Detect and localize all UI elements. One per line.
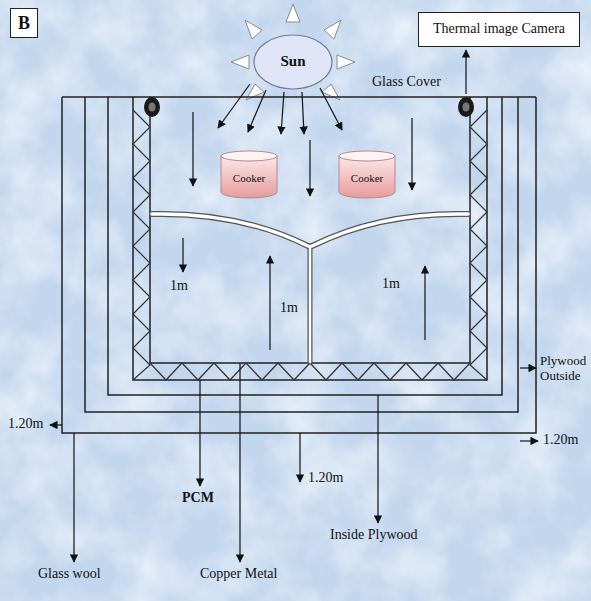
sun-ray	[231, 55, 249, 69]
camera-leader	[465, 50, 466, 94]
heat-arrow	[269, 256, 270, 350]
node-text: Sun	[280, 53, 305, 70]
inside-plywood	[108, 97, 502, 395]
camera-icon	[458, 97, 474, 117]
pcm-zigzag-bottom	[150, 363, 470, 380]
sun-ellipse: Sun	[253, 34, 333, 90]
part-label: Glass wool	[38, 566, 101, 582]
cooker-lid	[339, 151, 395, 161]
leader-line	[299, 433, 300, 482]
heat-arrow	[192, 112, 193, 186]
camera-icon	[144, 97, 160, 117]
sun-arrow	[320, 88, 342, 130]
sun-body	[254, 35, 332, 89]
label-leaders	[50, 363, 538, 562]
reflector-stem	[309, 246, 312, 362]
cooker-body	[339, 156, 395, 198]
leader-line	[50, 424, 62, 425]
copper-inner-wall	[150, 97, 470, 363]
sun-ray	[286, 4, 300, 22]
pcm-outer-wall	[133, 97, 487, 380]
leader-line	[377, 395, 378, 523]
pcm-zigzag-left	[133, 110, 150, 380]
leader-line	[520, 440, 538, 441]
leader-line	[239, 363, 240, 562]
radiation-arrows	[183, 50, 466, 350]
node-text: Thermal image Camera	[433, 21, 565, 37]
sun-rays	[231, 4, 355, 100]
dimension-label: 1m	[382, 276, 400, 292]
sun-arrow	[302, 92, 304, 134]
glass-wool-layer	[85, 97, 518, 412]
part-label: Copper Metal	[200, 566, 277, 582]
sun-arrow	[281, 92, 284, 134]
node-text: B	[18, 13, 30, 34]
node-text: Cooker	[233, 172, 265, 185]
dimension-label: 1m	[170, 278, 188, 294]
dimension-label: 1.20m	[308, 470, 343, 486]
leader-line	[199, 380, 200, 486]
camera-lens	[463, 103, 470, 112]
cooker-cylinder: Cooker	[220, 150, 278, 198]
camera-label-box: Thermal image Camera	[418, 12, 580, 47]
sun-ray	[245, 20, 262, 39]
heat-arrow	[182, 238, 183, 272]
camera-lens	[149, 103, 156, 112]
reflector-arm-outline	[152, 214, 308, 246]
reflector-arm	[152, 214, 308, 246]
cooker-cylinder: Cooker	[338, 150, 396, 198]
heat-arrow	[309, 140, 310, 196]
dimension-label: 1m	[280, 300, 298, 316]
reflector-arm	[312, 214, 468, 246]
heat-arrow	[424, 266, 425, 340]
sun-arrow	[218, 84, 250, 128]
part-label: Plywood Outside	[540, 354, 588, 384]
pcm-zigzag-right	[470, 110, 487, 380]
dimension-label: 1.20m	[543, 432, 578, 448]
dimension-label: 1.20m	[8, 416, 43, 432]
outer-plywood	[62, 97, 536, 433]
pcm-zigzag	[133, 110, 487, 380]
sun-arrow	[248, 90, 266, 132]
heat-arrow	[411, 118, 412, 190]
cooker-lid	[221, 151, 277, 161]
reflector-arm-outline	[312, 214, 468, 246]
leader-line	[73, 433, 74, 562]
part-label: PCM	[182, 490, 214, 506]
panel-letter-box: B	[10, 8, 38, 38]
leader-line	[520, 367, 536, 368]
housing-layers	[62, 97, 536, 433]
sun-ray	[324, 20, 341, 39]
part-label: Glass Cover	[372, 74, 441, 90]
reflector-stem-outline	[308, 246, 313, 362]
part-label: Inside Plywood	[330, 527, 418, 543]
node-text: Cooker	[351, 172, 383, 185]
reflector	[152, 214, 468, 362]
sun-ray	[337, 55, 355, 69]
cooker-body	[221, 156, 277, 198]
